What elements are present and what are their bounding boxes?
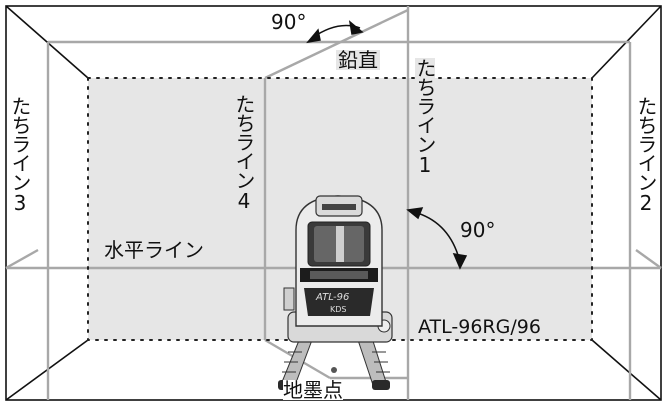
angle-arc-top <box>306 20 364 44</box>
line3-label: たちライン3 <box>8 96 32 214</box>
angle-arc-right <box>406 207 468 270</box>
line4-label: たちライン4 <box>232 94 256 212</box>
model-label: ATL-96RG/96 <box>418 316 541 338</box>
device-label-panel <box>304 288 374 316</box>
ground-point-dot <box>331 367 337 373</box>
ground-point-label: 地墨点 <box>283 378 343 402</box>
horizontal-line-label: 水平ライン <box>104 238 204 262</box>
angle-right-label: 90° <box>460 218 496 242</box>
device-maker-text: KDS <box>330 305 347 314</box>
room-outer-frame <box>5 5 662 401</box>
angle-top-label: 90° <box>271 10 307 34</box>
laser-device <box>278 195 393 390</box>
laser-lines <box>5 6 662 400</box>
line1-label: たちライン1 <box>413 58 437 176</box>
device-brand-text: ATL-96 <box>316 292 350 303</box>
line2-label: たちライン2 <box>634 96 658 214</box>
plumb-label: 鉛直 <box>336 48 380 72</box>
